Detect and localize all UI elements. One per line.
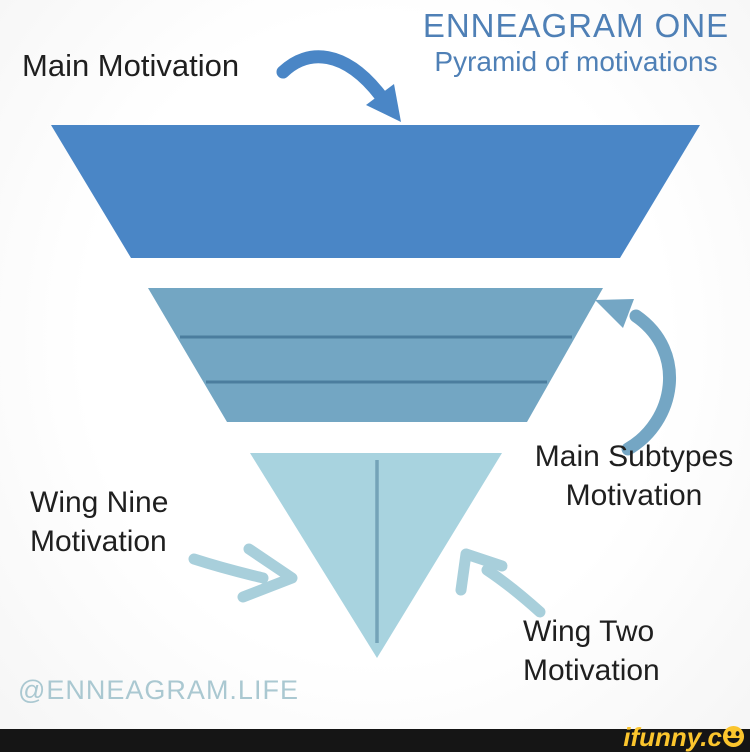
footer-bar xyxy=(0,729,750,752)
smiley-icon xyxy=(722,725,745,748)
pyramid-level-main-subtypes xyxy=(148,288,603,422)
wing-nine-line2: Motivation xyxy=(30,525,167,558)
main-subtypes-line2: Motivation xyxy=(565,479,703,512)
main-subtypes-arrow-icon xyxy=(595,299,676,456)
wing-nine-arrow-icon xyxy=(188,543,298,603)
main-subtypes-label: Main Subtypes Motivation xyxy=(518,437,750,515)
wing-two-arrow-icon xyxy=(455,548,546,618)
wing-two-label: Wing Two Motivation xyxy=(523,612,660,690)
wing-nine-line1: Wing Nine xyxy=(30,486,169,519)
ifunny-logo: ifunny.c xyxy=(623,722,745,752)
ifunny-brand-text: ifunny.c xyxy=(623,722,722,752)
pyramid-level-main-motivation xyxy=(51,125,700,258)
header: ENNEAGRAM ONE Pyramid of motivations xyxy=(415,8,737,78)
main-motivation-label: Main Motivation xyxy=(22,48,240,83)
watermark: @ENNEAGRAM.LIFE xyxy=(18,675,299,705)
main-subtypes-line1: Main Subtypes xyxy=(534,440,734,473)
page-subtitle: Pyramid of motivations xyxy=(434,46,718,77)
page-title: ENNEAGRAM ONE xyxy=(422,7,730,44)
wing-nine-label: Wing Nine Motivation xyxy=(30,483,168,561)
main-motivation-arrow-icon xyxy=(276,50,401,122)
wing-two-line2: Motivation xyxy=(523,654,660,687)
wing-two-line1: Wing Two xyxy=(523,615,655,648)
